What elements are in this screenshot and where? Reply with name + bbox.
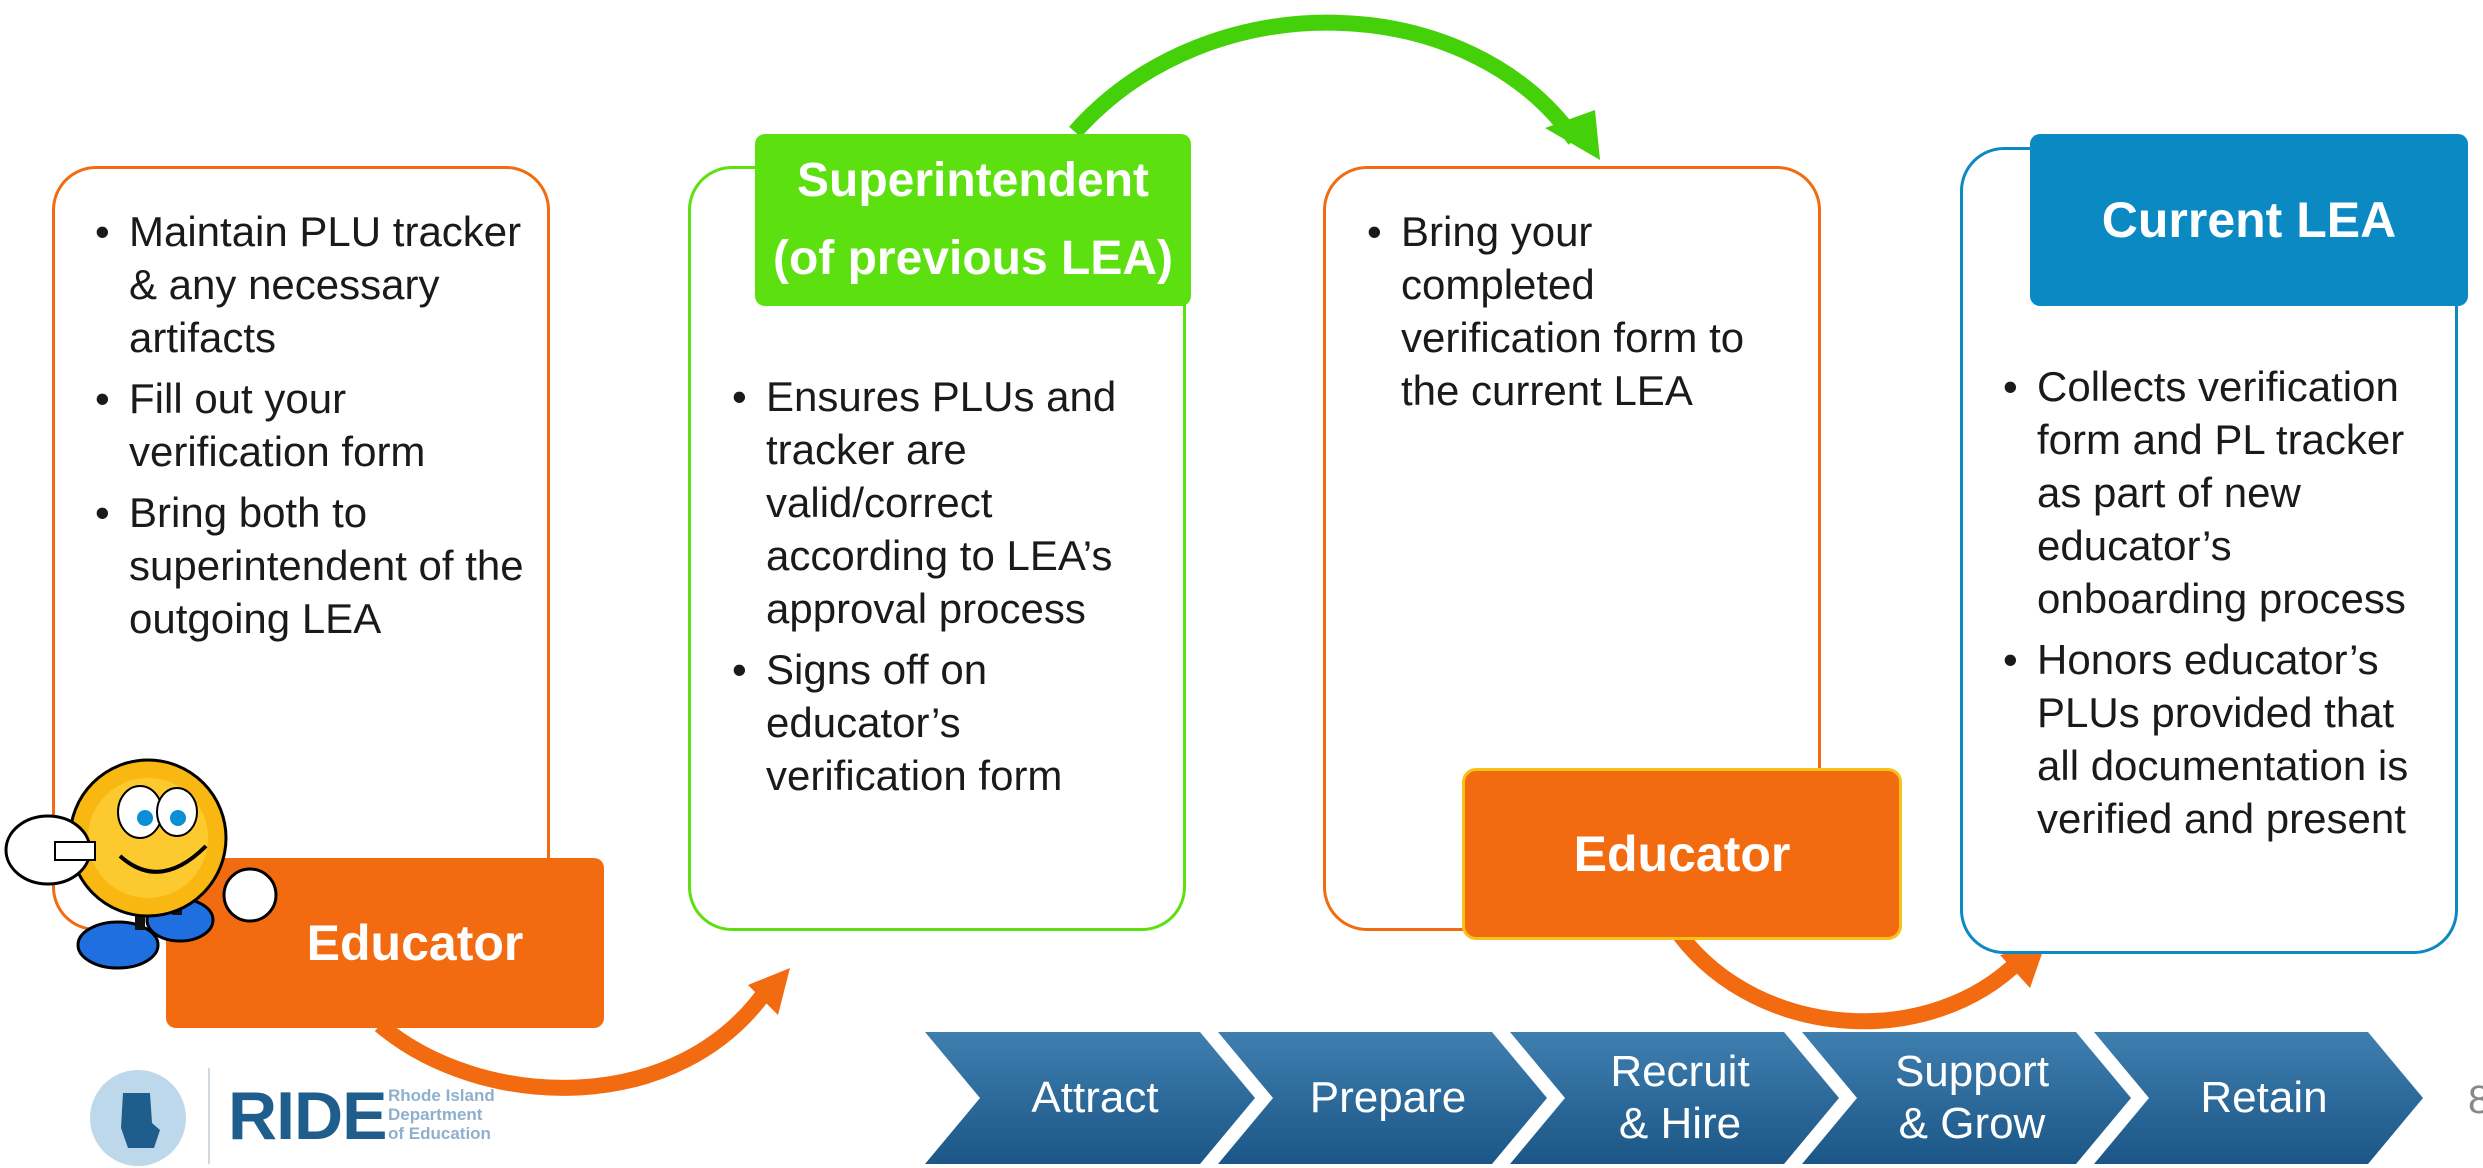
- logo-divider: [208, 1068, 210, 1164]
- pipeline-recruit-hire: Recruit & Hire: [1570, 1032, 1790, 1164]
- logo-line: Rhode Island: [388, 1086, 495, 1105]
- superintendent-bullets: Ensures PLUs and tracker are valid/corre…: [732, 370, 1162, 810]
- current-lea-label-text: Current LEA: [2101, 192, 2397, 248]
- arrow-educator-to-current-lea: [1673, 930, 2026, 1030]
- educator-1-bullets: Maintain PLU tracker & any necessary art…: [95, 205, 525, 653]
- chevron-retain: [2094, 1032, 2423, 1164]
- superintendent-label-line1: Superintendent: [796, 154, 1149, 207]
- arrow-head-green: [1545, 110, 1600, 160]
- educator-label-text: Educator: [1573, 826, 1791, 882]
- pipeline-retain: Retain: [2154, 1032, 2374, 1164]
- ride-subtitle: Rhode Island Department of Education: [388, 1086, 495, 1143]
- logo-line: Department: [388, 1105, 483, 1124]
- page-number: 8: [2468, 1078, 2483, 1122]
- chevron-recruit: [1510, 1032, 1839, 1164]
- pipeline-label: & Hire: [1618, 1099, 1742, 1148]
- bullet: Maintain PLU tracker & any necessary art…: [95, 205, 525, 364]
- current-lea-label: Current LEA: [2030, 134, 2468, 306]
- bullet: Bring your completed verification form t…: [1367, 205, 1797, 417]
- pipeline-label: Retain: [2200, 1073, 2328, 1122]
- chevron-support: [1802, 1032, 2131, 1164]
- pipeline-label: Attract: [1031, 1073, 1159, 1122]
- educator-label-text: Educator: [306, 915, 524, 971]
- pipeline-support-grow: Support & Grow: [1862, 1032, 2082, 1164]
- bullet: Fill out your verification form: [95, 372, 525, 478]
- current-lea-bullets: Collects verification form and PL tracke…: [2003, 360, 2443, 853]
- arrow-superintendent-to-educator: [1069, 14, 1582, 145]
- mascot-figure: [4, 758, 278, 970]
- pipeline-attract: Attract: [985, 1032, 1205, 1164]
- bullet: Signs off on educator’s verification for…: [732, 643, 1162, 802]
- bullet: Bring both to superintendent of the outg…: [95, 486, 525, 645]
- ride-logo: RIDE Rhode Island Department of Educatio…: [88, 1068, 508, 1166]
- arrow-head-orange-1: [748, 968, 790, 1015]
- bullet: Ensures PLUs and tracker are valid/corre…: [732, 370, 1162, 635]
- rhode-island-map-icon: [90, 1070, 186, 1166]
- bullet: Honors educator’s PLUs provided that all…: [2003, 633, 2443, 845]
- pipeline-prepare: Prepare: [1278, 1032, 1498, 1164]
- pipeline-label: Prepare: [1309, 1073, 1467, 1122]
- superintendent-label-line2: (of previous LEA): [772, 232, 1173, 285]
- ride-brand-text: RIDE: [228, 1078, 387, 1154]
- pipeline-label: & Grow: [1898, 1099, 2046, 1148]
- educator-2-bullets: Bring your completed verification form t…: [1367, 205, 1797, 425]
- educator-label-2: Educator: [1462, 768, 1902, 940]
- bullet: Collects verification form and PL tracke…: [2003, 360, 2443, 625]
- pipeline-label: Recruit: [1610, 1047, 1750, 1096]
- chevron-prepare: [1218, 1032, 1547, 1164]
- chevron-attract: [925, 1032, 1255, 1164]
- pipeline-label: Support: [1894, 1047, 2050, 1096]
- arrow-head-orange-2: [2000, 945, 2045, 988]
- superintendent-label: Superintendent (of previous LEA): [755, 134, 1191, 306]
- logo-line: of Education: [388, 1124, 491, 1143]
- arrow-educator-to-superintendent: [374, 980, 777, 1096]
